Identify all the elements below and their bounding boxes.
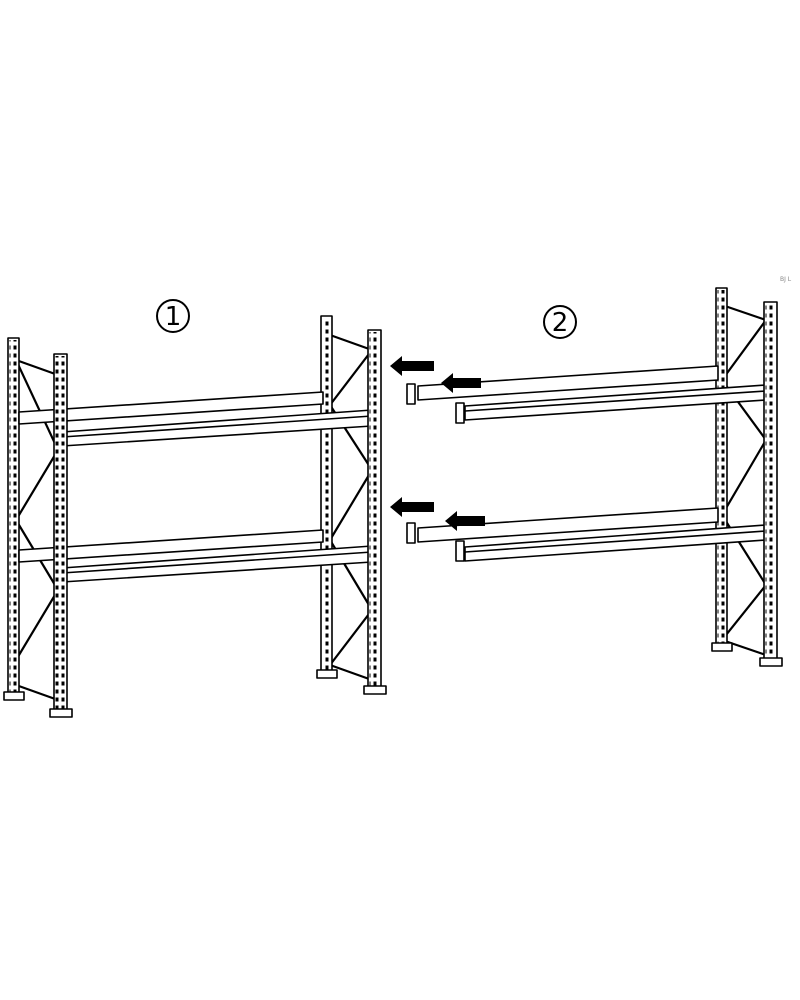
step-2-number: 2 [552, 308, 569, 338]
upright-front [759, 301, 783, 667]
upper-beams-detached [406, 365, 767, 424]
corner-mark: BJ L [780, 276, 792, 283]
step-2-rack [406, 287, 783, 667]
frame-bracing [721, 303, 767, 657]
arrow-left-icon [441, 373, 481, 393]
step-1-number: 1 [165, 302, 182, 332]
right-frame-bracing [329, 333, 373, 682]
upright-right-front [363, 329, 387, 695]
arrow-left-icon [390, 356, 434, 376]
step-2-marker: 2 [543, 305, 577, 339]
upright-left-front [49, 353, 73, 718]
lower-level-beams [18, 529, 373, 583]
insert-arrows-step-1 [390, 356, 434, 517]
step-1-rack [3, 315, 387, 718]
insert-arrows-step-2 [441, 373, 485, 531]
upright-right-rear [316, 315, 338, 679]
upper-level-beams [18, 391, 373, 447]
step-1-marker: 1 [156, 299, 190, 333]
arrow-left-icon [445, 511, 485, 531]
arrow-left-icon [390, 497, 434, 517]
lower-beams-detached [406, 507, 767, 562]
upright-left-rear [3, 337, 25, 701]
upright-rear [711, 287, 733, 652]
